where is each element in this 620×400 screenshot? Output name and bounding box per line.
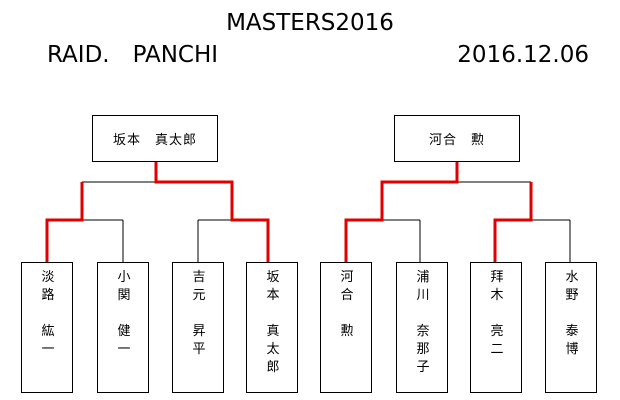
player-family-char: 川 (416, 288, 430, 303)
name-gap (173, 305, 225, 323)
player-given-char: 健 (117, 324, 131, 339)
player-name: 拜木亮二 (471, 269, 523, 359)
bracket-lines-left-winner (45, 162, 270, 262)
player-given-char: 平 (192, 342, 206, 357)
player-family-char: 木 (490, 288, 504, 303)
bracket-lines-left-normal (81, 181, 232, 262)
player-given-char: 亮 (490, 324, 504, 339)
champion-box-right: 河合 勲 (394, 115, 520, 162)
event-date: 2016.12.06 (457, 42, 589, 68)
name-gap (247, 305, 299, 323)
player-given-char: 二 (490, 342, 504, 357)
player-name: 水野泰博 (546, 269, 598, 359)
player-given-char: 紘 (41, 324, 55, 339)
player-box: 浦川奈那子 (396, 262, 448, 393)
player-family-char: 路 (41, 288, 55, 303)
player-name: 河合勲 (321, 269, 373, 341)
player-given-char: 一 (41, 342, 55, 357)
champion-box-left: 坂本 真太郎 (92, 115, 218, 162)
player-box: 河合勲 (320, 262, 372, 393)
winner-path (45, 182, 84, 262)
player-family-char: 元 (192, 288, 206, 303)
champion-name-left: 坂本 真太郎 (112, 133, 197, 148)
bracket-lines-right-normal (382, 181, 571, 262)
winner-path (344, 162, 459, 262)
player-family-char: 本 (266, 288, 280, 303)
name-gap (321, 305, 373, 323)
player-given-char: 太 (266, 342, 280, 357)
bracket-lines-right-winner (344, 162, 533, 262)
player-given-char: 子 (416, 360, 430, 375)
player-name: 浦川奈那子 (397, 269, 449, 377)
player-family-char: 浦 (416, 270, 430, 285)
winner-path (493, 182, 533, 262)
tournament-title: MASTERS2016 (226, 10, 394, 36)
player-box: 坂本真太郎 (246, 262, 298, 393)
player-family-char: 拜 (490, 270, 504, 285)
player-box: 水野泰博 (545, 262, 597, 393)
player-box: 小関健一 (97, 262, 149, 393)
player-family-char: 吉 (192, 270, 206, 285)
player-name: 坂本真太郎 (247, 269, 299, 377)
player-family-char: 坂 (266, 270, 280, 285)
name-gap (471, 305, 523, 323)
player-given-char: 泰 (565, 324, 579, 339)
player-given-char: 勲 (340, 324, 354, 339)
player-family-char: 関 (117, 288, 131, 303)
winner-path (154, 162, 270, 262)
player-given-char: 一 (117, 342, 131, 357)
event-name: RAID. PANCHI (47, 42, 219, 68)
player-box: 吉元昇平 (172, 262, 224, 393)
player-family-char: 野 (565, 288, 579, 303)
player-given-char: 奈 (416, 324, 430, 339)
player-given-char: 那 (416, 342, 430, 357)
player-family-char: 淡 (41, 270, 55, 285)
player-box: 淡路紘一 (21, 262, 73, 393)
player-name: 小関健一 (98, 269, 150, 359)
player-name: 淡路紘一 (22, 269, 74, 359)
name-gap (22, 305, 74, 323)
player-given-char: 博 (565, 342, 579, 357)
player-given-char: 郎 (266, 360, 280, 375)
player-family-char: 小 (117, 270, 131, 285)
player-name: 吉元昇平 (173, 269, 225, 359)
player-given-char: 真 (266, 324, 280, 339)
player-family-char: 河 (340, 270, 354, 285)
player-family-char: 合 (340, 288, 354, 303)
player-family-char: 水 (565, 270, 579, 285)
player-given-char: 昇 (192, 324, 206, 339)
name-gap (397, 305, 449, 323)
champion-name-right: 河合 勲 (428, 133, 485, 148)
name-gap (546, 305, 598, 323)
name-gap (98, 305, 150, 323)
player-box: 拜木亮二 (470, 262, 522, 393)
